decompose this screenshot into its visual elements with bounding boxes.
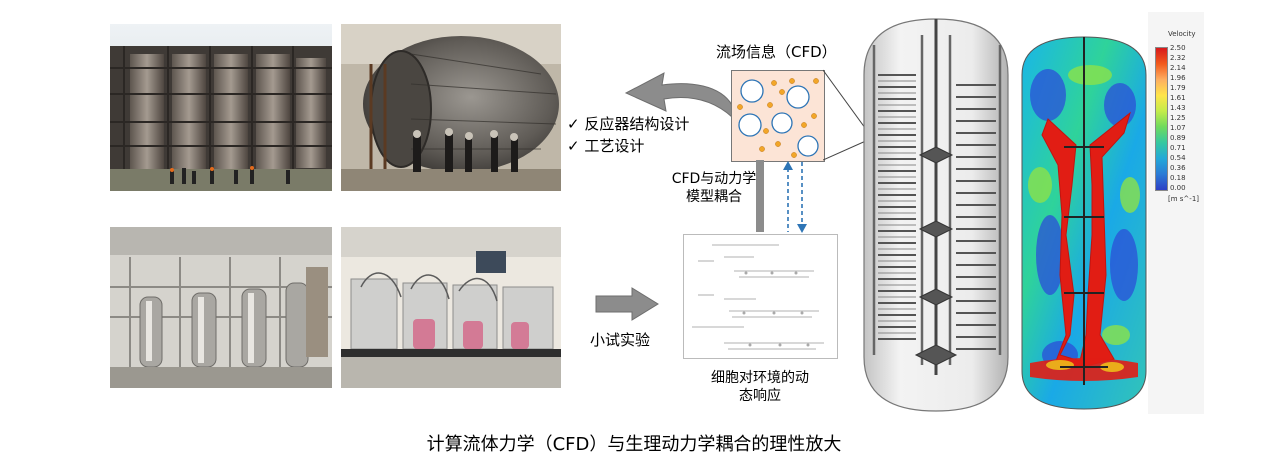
- right-arrow-icon: [595, 287, 659, 321]
- legend-title: Velocity: [1168, 30, 1196, 38]
- photo-large-vessel: [341, 24, 561, 191]
- photo-lab-bioreactors: [110, 227, 332, 388]
- dashed-arrows-icon: [783, 161, 807, 233]
- legend-colorbar: [1155, 47, 1168, 191]
- velocity-contour: [1021, 36, 1147, 410]
- check-icon: ✓: [567, 137, 580, 155]
- reactor-schematic: [863, 18, 1009, 412]
- figure-caption: 计算流体力学（CFD）与生理动力学耦合的理性放大: [426, 434, 842, 455]
- cell-response-label: 细胞对环境的动 态响应: [711, 370, 809, 404]
- pilot-experiment-label: 小试实验: [590, 331, 651, 349]
- kinetic-model-document: [683, 234, 838, 359]
- flow-info-label: 流场信息（CFD）: [716, 43, 837, 61]
- gray-connector: [756, 160, 764, 232]
- legend-unit: [m s^-1]: [1168, 195, 1199, 203]
- coupling-label: CFD与动力学 模型耦合: [671, 171, 757, 205]
- photo-lab-bench: [341, 227, 561, 388]
- curved-arrow-icon: [624, 72, 733, 119]
- bullet-structure-design: ✓ 反应器结构设计: [567, 115, 690, 133]
- zoom-lines: [823, 69, 869, 161]
- cfd-particle-box: [731, 70, 825, 162]
- check-icon: ✓: [567, 115, 580, 133]
- bullet-process-design: ✓ 工艺设计: [567, 137, 645, 155]
- photo-industrial-tanks: [110, 24, 332, 191]
- velocity-legend: Velocity 2.50 2.32 2.14 1.96 1.79 1.61 1…: [1148, 12, 1204, 414]
